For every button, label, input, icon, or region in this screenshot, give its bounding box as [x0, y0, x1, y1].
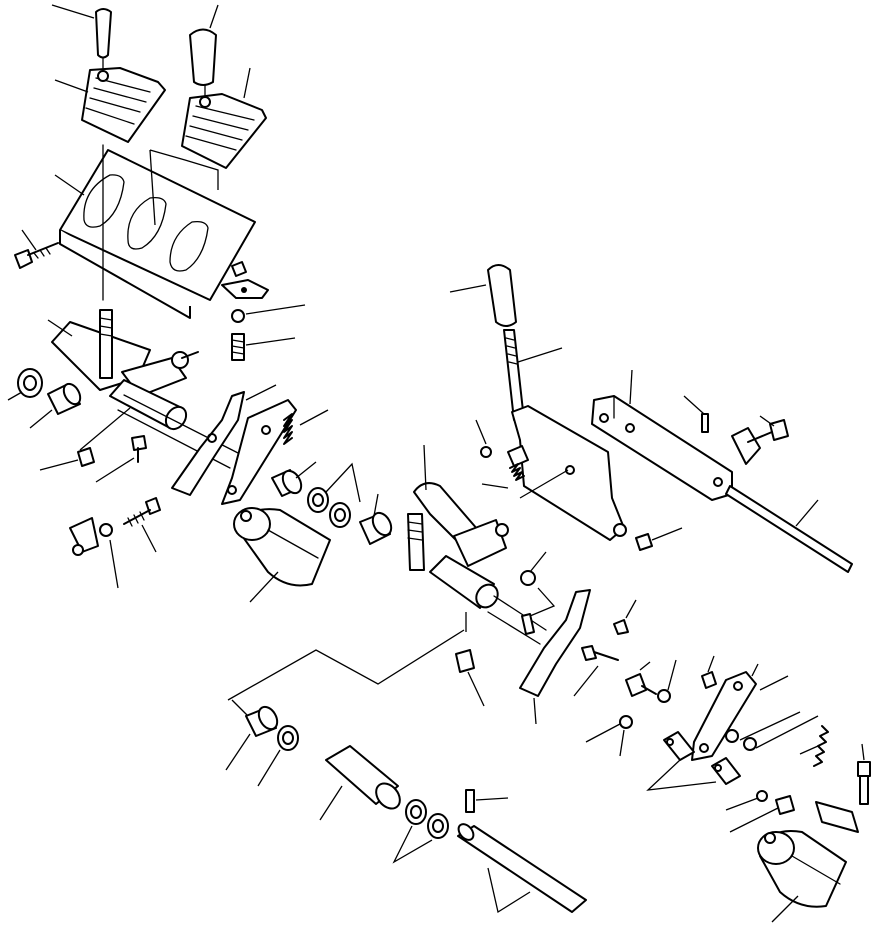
right-linkage-bolts: [625, 659, 677, 703]
right-long-rod: [725, 485, 853, 573]
bottom-washer: [257, 725, 299, 787]
left-hardware-set: [69, 497, 161, 589]
left-collar-washers: [271, 461, 361, 528]
center-clip-nut: [520, 551, 556, 635]
left-lever-knob: [51, 4, 112, 73]
right-bracket-pin: [683, 395, 709, 433]
bottom-washer-pair: [392, 799, 449, 864]
center-grease-fitting: [455, 649, 485, 707]
grease-fitting-b: [95, 435, 147, 483]
right-lever-knob: [189, 4, 219, 99]
right-spring: [799, 725, 829, 767]
left-shaft-tube: [109, 379, 241, 469]
center-shaft-tube: [429, 555, 547, 645]
left-bent-arm: [171, 384, 277, 496]
right-bolt-washer: [725, 790, 795, 833]
left-washer: [7, 368, 43, 401]
right-clevises: [646, 731, 741, 791]
bottom-sleeve: [319, 745, 401, 821]
right-small-nuts: [585, 675, 819, 757]
right-clip-bolt: [731, 415, 789, 465]
center-bent-arm: [519, 589, 591, 725]
center-small-parts: [573, 599, 637, 697]
right-rubber-boot: [181, 67, 267, 169]
left-rubber-boot: [54, 67, 166, 143]
right-bolt-vertical: [857, 743, 871, 805]
center-collar: [359, 493, 393, 545]
right-link-pin: [701, 655, 717, 689]
right-mount-bracket: [591, 369, 733, 501]
bottom-pin: [465, 789, 509, 813]
assembly-connector-lines: [227, 612, 467, 717]
center-nut: [635, 527, 683, 551]
console-plate: [54, 144, 256, 319]
center-spring-bolt: [475, 419, 529, 489]
right-link-plate: [691, 663, 759, 761]
center-lever-knob: [449, 264, 517, 327]
plate-bolt: [14, 229, 59, 269]
left-spring: [283, 409, 329, 445]
small-bracket-nut: [221, 261, 306, 361]
bottom-long-pin: [457, 823, 587, 914]
left-actuator-motor: [233, 507, 331, 603]
right-actuator-motor: [757, 801, 859, 923]
bottom-collar: [225, 705, 279, 771]
left-linkage-plate: [221, 399, 297, 505]
center-lever-rod: [503, 329, 563, 421]
left-bushing: [29, 382, 82, 429]
center-shift-arm: [407, 444, 509, 571]
grease-fitting-a: [39, 407, 131, 471]
